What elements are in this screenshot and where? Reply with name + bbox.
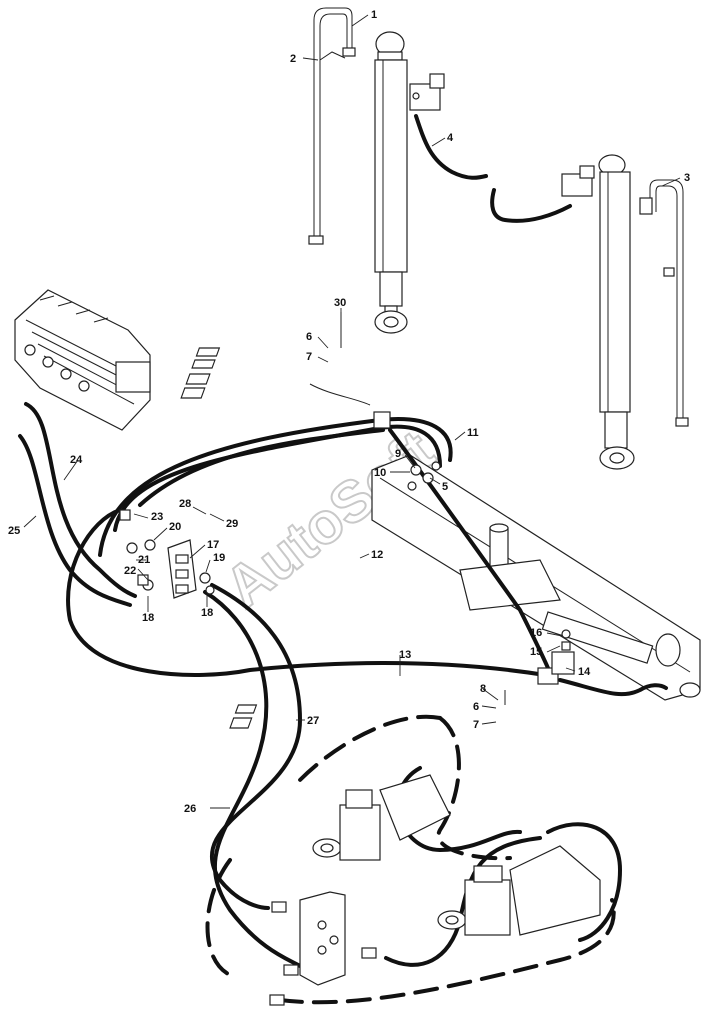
leader-lines [23, 14, 681, 809]
callout-30: 30 [334, 297, 346, 309]
control-valve-bank [14, 289, 151, 431]
hose-4b [490, 188, 572, 223]
callout-22: 22 [124, 565, 136, 577]
hose-dashed-1 [298, 714, 442, 782]
hose-lower-right [546, 822, 622, 942]
callout-1: 1 [371, 9, 377, 21]
callout-3: 3 [684, 172, 690, 184]
hose-dashed-4 [436, 716, 512, 861]
callout-2: 2 [290, 53, 296, 65]
lower-cylinder-right [437, 845, 601, 936]
hose-26 [203, 590, 302, 968]
callout-10: 10 [374, 467, 386, 479]
callout-20: 20 [169, 521, 181, 533]
callout-15: 15 [530, 646, 542, 658]
hose-25 [18, 434, 132, 607]
hose-27 [210, 583, 302, 910]
callout-26: 26 [184, 803, 196, 815]
callout-27: 27 [307, 715, 319, 727]
callout-11: 11 [467, 427, 479, 439]
hose-11a [98, 417, 453, 557]
valve-manifold-17 [119, 509, 215, 599]
callout-16: 16 [530, 627, 542, 639]
callout-17: 17 [207, 539, 219, 551]
hose-12 [66, 508, 547, 677]
callout-6b: 6 [473, 701, 479, 713]
callout-24: 24 [70, 454, 83, 466]
mounting-bracket-lower [269, 891, 377, 1006]
valve-block-left [409, 73, 445, 111]
callout-12: 12 [371, 549, 383, 561]
hose-dashed-3 [278, 898, 616, 1005]
callout-8: 8 [480, 683, 486, 695]
callout-28: 28 [179, 498, 191, 510]
callout-21: 21 [138, 554, 150, 566]
lower-cylinder-left [312, 774, 451, 861]
callout-4: 4 [447, 132, 454, 144]
hose-24 [24, 402, 137, 598]
callout-18a: 18 [142, 612, 154, 624]
hose-12-upper [388, 428, 550, 670]
hose-4 [414, 114, 488, 180]
upper-cylinder-right [598, 154, 635, 470]
hose-13 [558, 678, 668, 697]
upper-cylinder-left [374, 31, 408, 334]
rigid-pipe-left [308, 7, 356, 245]
callout-29: 29 [226, 518, 238, 530]
callout-labels: 1 2 3 4 5 6 6 7 7 8 9 10 11 12 13 14 15 … [8, 9, 690, 815]
callout-9: 9 [395, 448, 401, 460]
callout-6a: 6 [306, 331, 312, 343]
callout-25: 25 [8, 525, 20, 537]
callout-14: 14 [578, 666, 591, 678]
callout-19: 19 [213, 552, 225, 564]
valve-block-right [561, 165, 595, 197]
callout-23: 23 [151, 511, 163, 523]
callout-7a: 7 [306, 351, 312, 363]
fittings-9-10-5 [407, 461, 441, 491]
callout-13: 13 [399, 649, 411, 661]
hose-dashed-2 [205, 858, 232, 977]
hose-11c [138, 428, 385, 507]
callout-7b: 7 [473, 719, 479, 731]
clamp-assembly-upper [180, 312, 391, 429]
callout-5: 5 [442, 481, 448, 493]
callout-18b: 18 [201, 607, 213, 619]
rigid-pipe-right [639, 179, 689, 427]
